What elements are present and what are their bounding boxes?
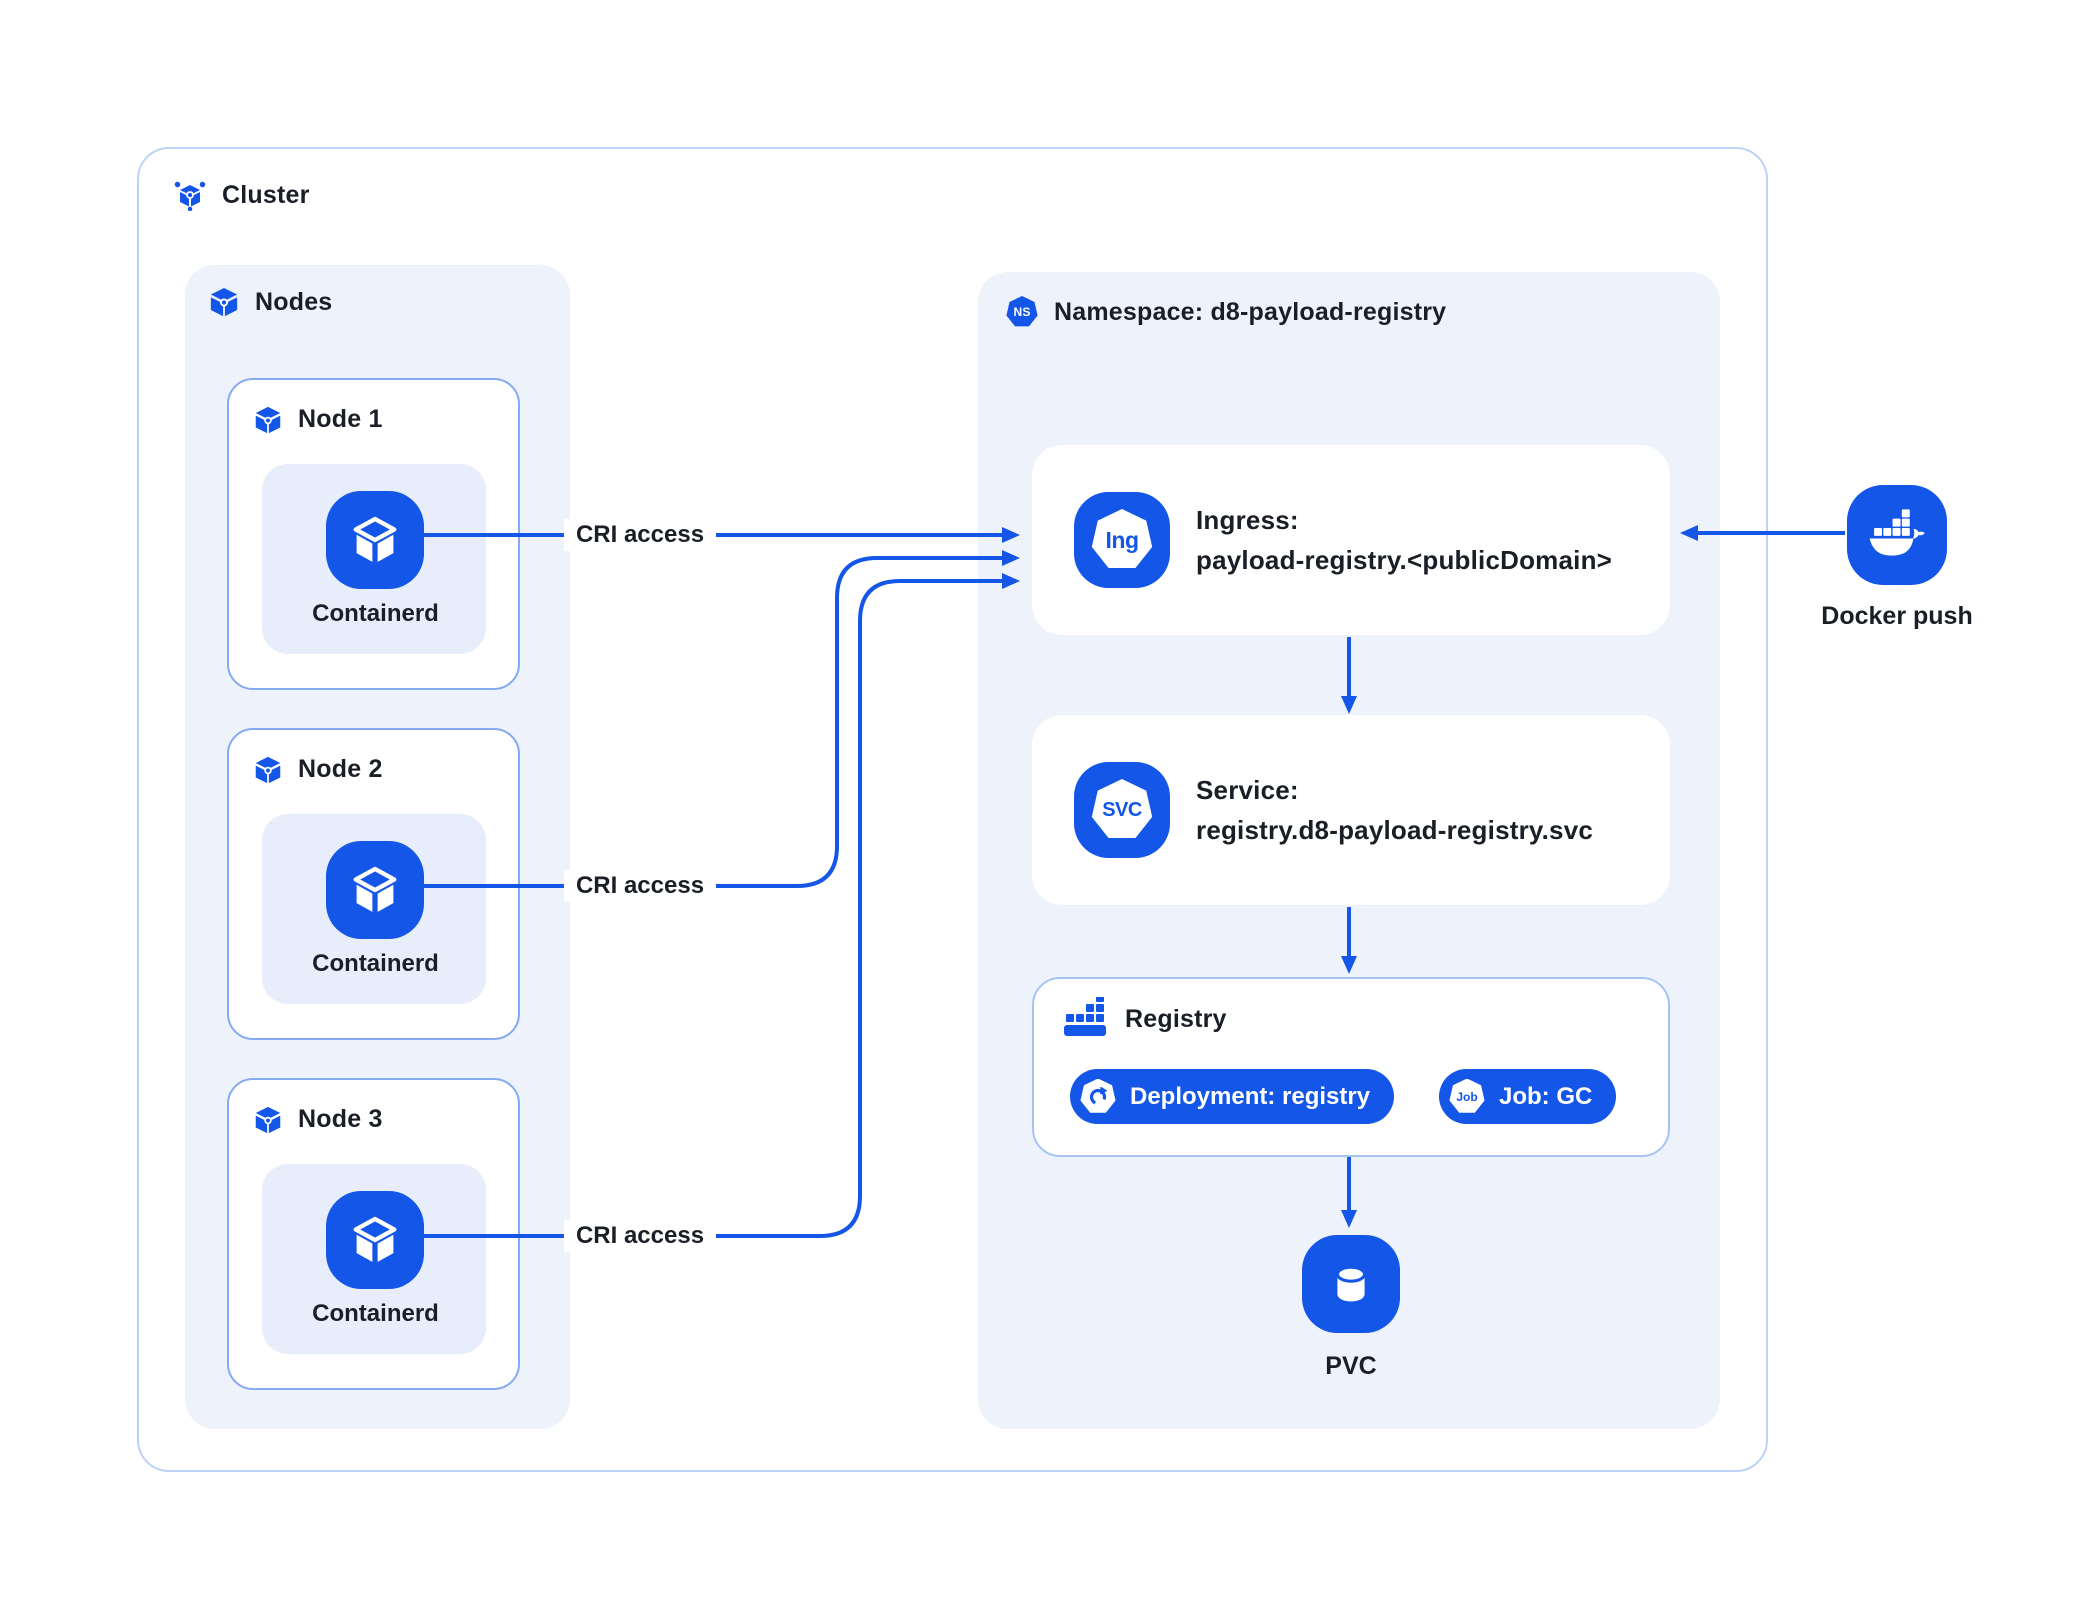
ingress-host: payload-registry.<publicDomain> (1196, 545, 1613, 575)
pvc-label: PVC (1325, 1352, 1377, 1380)
job-label: Job: GC (1499, 1082, 1593, 1110)
nodes-icon (209, 287, 239, 317)
service-text: Service: registry.d8-payload-registry.sv… (1196, 715, 1593, 905)
job-pill: Job Job: GC (1439, 1069, 1617, 1124)
cluster-box: Cluster Nodes (137, 147, 1768, 1472)
registry-header: Registry (1061, 997, 1227, 1041)
namespace-header: NS Namespace: d8-payload-registry (1006, 296, 1446, 328)
namespace-icon: NS (1006, 296, 1038, 327)
containerd-label: Containerd (312, 950, 439, 977)
node-3-title: Node 3 (298, 1105, 383, 1133)
ingress-text: Ingress: payload-registry.<publicDomain> (1196, 445, 1612, 635)
node-2-title: Node 2 (298, 755, 383, 783)
nodes-panel: Nodes Node 1 (185, 265, 570, 1429)
node-icon (254, 1106, 282, 1134)
containerd-icon (326, 1191, 424, 1289)
cri-access-label-2: CRI access (563, 870, 717, 902)
registry-box: Registry Deployment: registry Job (1032, 977, 1670, 1157)
cri-access-label-1: CRI access (563, 519, 717, 551)
containerd-icon (326, 841, 424, 939)
service-host: registry.d8-payload-registry.svc (1196, 815, 1594, 845)
node-card-1: Node 1 Containerd (227, 378, 520, 690)
nodes-title: Nodes (255, 287, 333, 316)
node-1-title: Node 1 (298, 405, 383, 433)
deployment-pill: Deployment: registry (1070, 1069, 1395, 1124)
namespace-panel: NS Namespace: d8-payload-registry Ing In… (978, 272, 1720, 1429)
node-1-header: Node 1 (254, 405, 383, 434)
node-card-2: Node 2 Containerd (227, 728, 520, 1040)
deployment-icon (1080, 1078, 1116, 1113)
nodes-header: Nodes (209, 287, 332, 317)
containerd-label: Containerd (312, 600, 439, 627)
cluster-header: Cluster (174, 179, 310, 211)
ingress-icon: Ing (1074, 492, 1170, 588)
ingress-title: Ingress: (1196, 505, 1299, 535)
node-2-header: Node 2 (254, 755, 383, 784)
node-card-3: Node 3 Containerd (227, 1078, 520, 1390)
node-3-header: Node 3 (254, 1105, 383, 1134)
cri-access-label-3: CRI access (563, 1220, 717, 1252)
ingress-box: Ing Ingress: payload-registry.<publicDom… (1032, 445, 1670, 635)
registry-title: Registry (1125, 1004, 1227, 1033)
service-box: SVC Service: registry.d8-payload-registr… (1032, 715, 1670, 905)
registry-icon (1061, 997, 1109, 1041)
service-icon: SVC (1074, 762, 1170, 858)
containerd-icon (326, 491, 424, 589)
node-icon (254, 756, 282, 784)
docker-icon (1847, 485, 1947, 585)
job-icon: Job (1449, 1078, 1485, 1113)
namespace-title: Namespace: d8-payload-registry (1054, 297, 1447, 326)
node-icon (254, 406, 282, 434)
cluster-title: Cluster (222, 180, 310, 209)
containerd-label: Containerd (312, 1300, 439, 1327)
pvc-icon (1302, 1235, 1400, 1333)
cluster-icon (174, 179, 206, 211)
deployment-label: Deployment: registry (1130, 1082, 1371, 1110)
docker-push-label: Docker push (1821, 602, 1973, 630)
service-title: Service: (1196, 775, 1299, 805)
